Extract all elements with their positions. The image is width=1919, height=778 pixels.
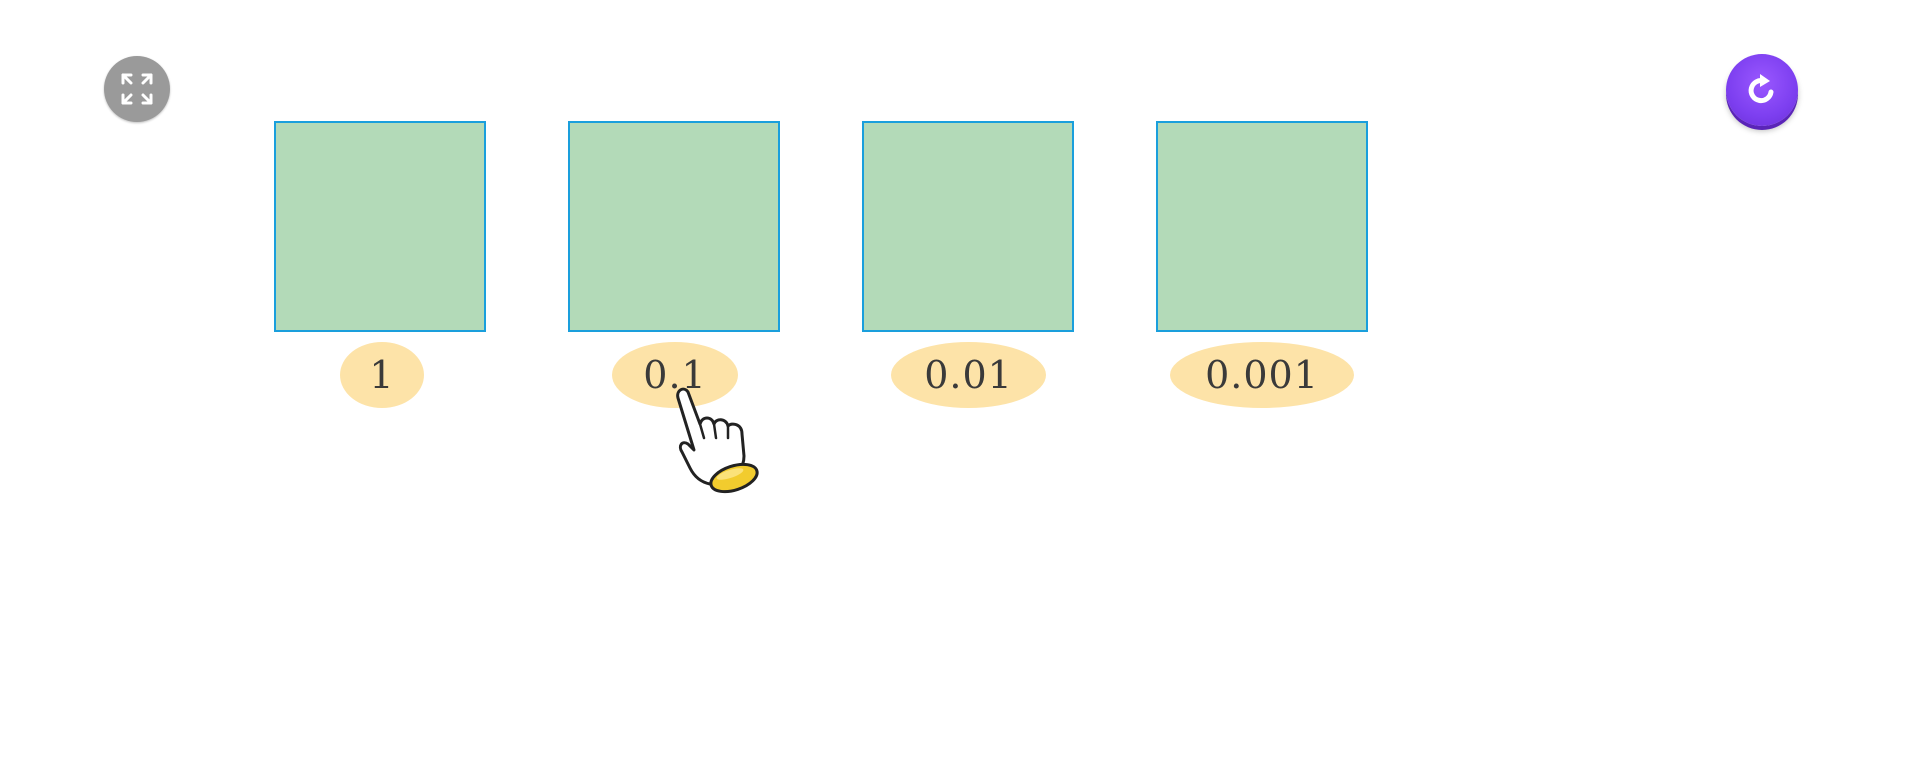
fullscreen-button[interactable] xyxy=(104,56,170,122)
refresh-icon xyxy=(1748,74,1774,104)
label-0.1[interactable]: 0.1 xyxy=(612,342,738,408)
label-0.001[interactable]: 0.001 xyxy=(1170,342,1354,408)
label-0.01[interactable]: 0.01 xyxy=(891,342,1046,408)
tile-3[interactable] xyxy=(862,121,1074,332)
tile-2[interactable] xyxy=(568,121,780,332)
tile-1[interactable] xyxy=(274,121,486,332)
label-1[interactable]: 1 xyxy=(340,342,424,408)
expand-arrows-icon xyxy=(121,73,153,105)
tile-4[interactable] xyxy=(1156,121,1368,332)
reset-button[interactable] xyxy=(1726,54,1798,126)
